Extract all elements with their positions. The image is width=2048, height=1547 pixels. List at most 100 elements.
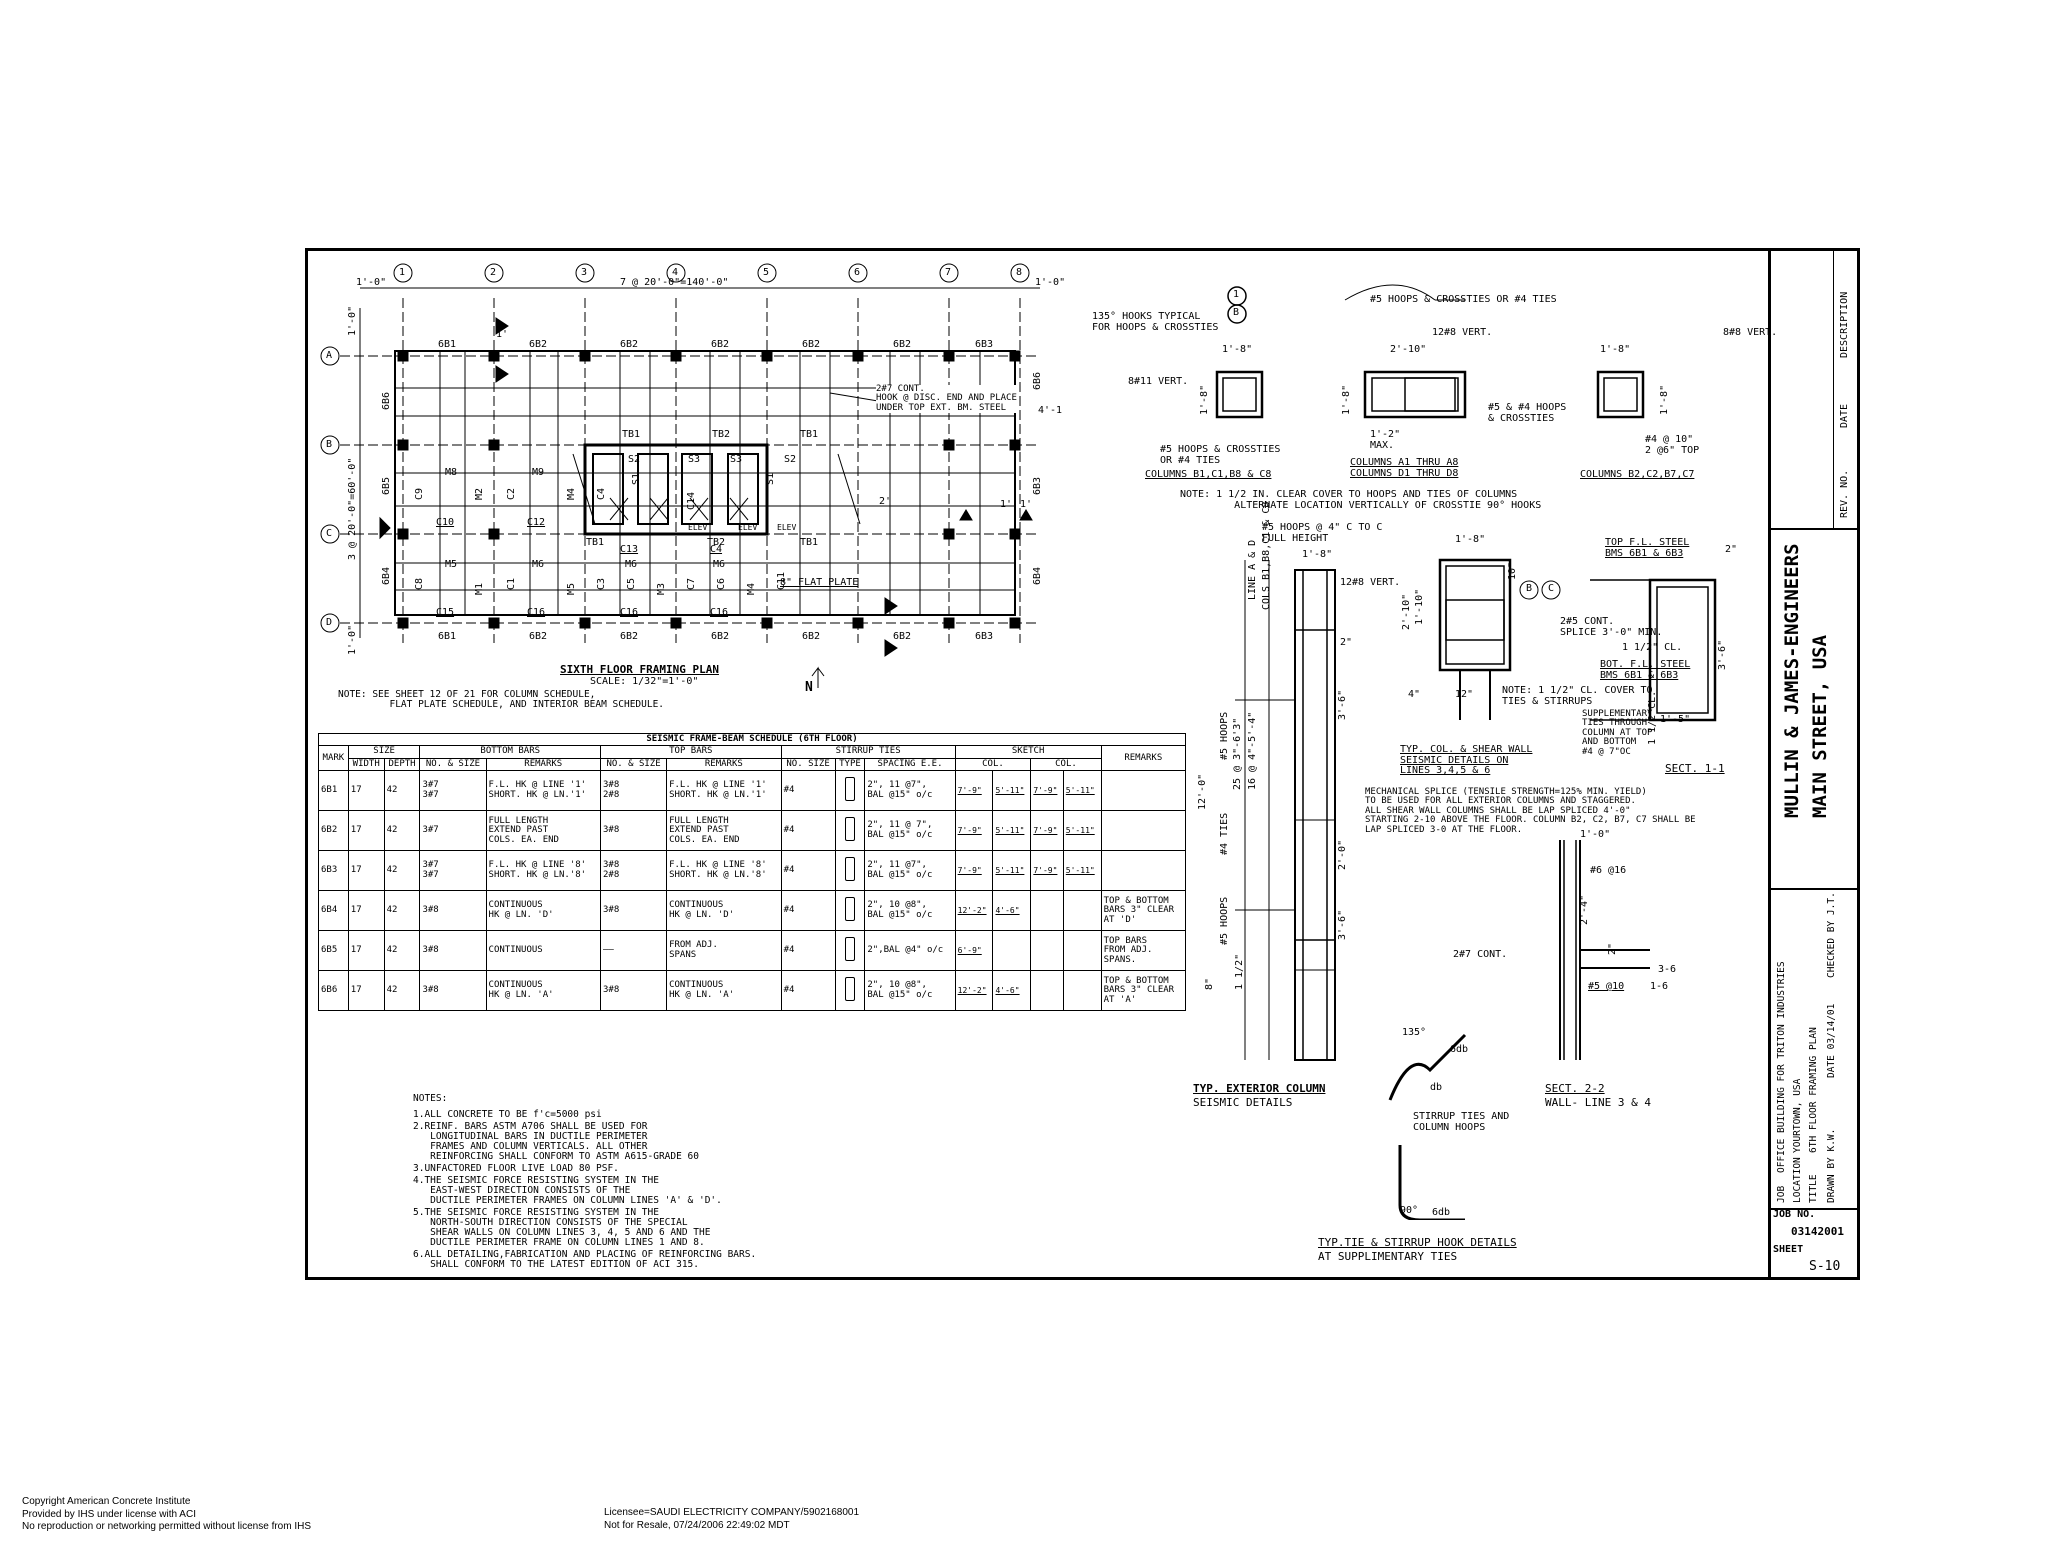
hoops-full-height: #5 HOOPS @ 4" C TO C FULL HEIGHT: [1262, 522, 1383, 544]
job-label: JOB: [1776, 1185, 1787, 1203]
schedule-stirrup-size: #4: [780, 810, 836, 852]
col-label: C16: [710, 607, 729, 618]
col-header-bottom: BOTTOM BARS: [419, 745, 602, 759]
sketch-dim: [1062, 890, 1102, 932]
section11-top-steel: TOP F.L. STEEL BMS 6B1 & 6B3: [1605, 537, 1690, 559]
column-note: NOTE: 1 1/2 IN. CLEAR COVER TO HOOPS AND…: [1180, 489, 1542, 511]
schedule-remarks: TOP BARS FROM ADJ. SPANS.: [1100, 930, 1187, 972]
shear-wall-dim: 4": [1408, 689, 1421, 700]
ext-col-half: 1 1/2": [1234, 953, 1245, 990]
hook-label: STIRRUP TIES AND COLUMN HOOPS: [1413, 1111, 1510, 1133]
ext-col-hoops: 25 @ 3"-6'3": [1232, 717, 1243, 790]
stirrup-type-icon: [834, 850, 866, 892]
max-dim: 1'-2" MAX.: [1370, 429, 1401, 451]
beam-label-top: 6B2: [802, 339, 821, 350]
sketch-dim: [992, 930, 1032, 972]
col-header-spacing: SPACING E.E.: [864, 757, 956, 772]
title-block: DESCRIPTION DATE REV. NO. MULLIN & JAMES…: [1768, 248, 1860, 1280]
col-header-mark: MARK: [318, 745, 349, 772]
sketch-dim: [1030, 890, 1064, 932]
schedule-top-remarks: F.L. HK @ LINE '8' SHORT. HK @ LN.'8': [666, 850, 782, 892]
schedule-mark: 6B1: [318, 770, 349, 812]
copyright-footer: Copyright American Concrete Institute Pr…: [22, 1496, 312, 1532]
slab-label: S2: [784, 454, 797, 465]
schedule-bottom-remarks: CONTINUOUS HK @ LN. 'A': [485, 970, 602, 1012]
beam-label-right: 6B6: [1032, 371, 1043, 390]
beam-m-label: M6: [532, 559, 545, 570]
section22-hoops: #5 @10: [1588, 981, 1625, 992]
sketch-dim: 7'-9": [1030, 850, 1064, 892]
schedule-top-remarks: CONTINUOUS HK @ LN. 'D': [666, 890, 782, 932]
col-label: C16: [620, 607, 639, 618]
col-label: C14: [686, 491, 697, 510]
sheet-label: SHEET: [1773, 1244, 1804, 1255]
sketch-dim: 7'-9": [954, 770, 994, 812]
beam-label-top: 6B2: [711, 339, 730, 350]
sheet-number: S-10: [1809, 1259, 1841, 1274]
notes-heading: NOTES:: [413, 1093, 448, 1104]
col-label: C6: [716, 577, 727, 590]
title-label: TITLE: [1808, 1174, 1819, 1203]
hook-details-subtitle: AT SUPPLIMENTARY TIES: [1318, 1250, 1458, 1263]
col-header-col-right: COL.: [1030, 757, 1102, 772]
schedule-remarks: [1100, 850, 1187, 892]
schedule-remarks: TOP & BOTTOM BARS 3" CLEAR AT 'A': [1100, 970, 1187, 1012]
slab-label: S1: [765, 472, 776, 485]
section22-dim: 1'-0": [1580, 829, 1611, 840]
schedule-stirrup-size: #4: [780, 770, 836, 812]
section11-cl: 1 1/2" CL.: [1622, 642, 1683, 653]
ext-col-vert: 12#8 VERT.: [1340, 577, 1401, 588]
grid-bubble-2: 2: [490, 267, 497, 278]
schedule-depth: 42: [383, 810, 421, 852]
beam-label-right: 6B3: [1032, 476, 1043, 495]
schedule-mark: 6B6: [318, 970, 349, 1012]
column-caption: COLUMNS B2,C2,B7,C7: [1580, 469, 1695, 480]
hoops-label: #5 HOOPS & CROSSTIES OR #4 TIES: [1160, 444, 1281, 466]
edge-dimension-left: 1'-0": [356, 277, 387, 288]
schedule-width: 17: [347, 930, 385, 972]
schedule-top-bars: ——: [600, 930, 668, 972]
company-street: MAIN STREET, USA: [1809, 634, 1831, 818]
schedule-top-remarks: CONTINUOUS HK @ LN. 'A': [666, 970, 782, 1012]
schedule-remarks: [1100, 810, 1187, 852]
sixth-floor-framing-plan: [320, 263, 1040, 688]
hoops-note-top: #5 HOOPS & CROSSTIES OR #4 TIES: [1370, 294, 1557, 305]
section22-2in: 2": [1607, 942, 1618, 955]
schedule-depth: 42: [383, 930, 421, 972]
shear-wall-note: NOTE: 1 1/2" CL. COVER TO TIES & STIRRUP…: [1502, 685, 1653, 707]
beam-label-bottom: 6B2: [711, 631, 730, 642]
col-header-type: TYPE: [834, 757, 866, 772]
col-header-nosize: NO. & SIZE: [600, 757, 668, 772]
plan-note: NOTE: SEE SHEET 12 OF 21 FOR COLUMN SCHE…: [338, 689, 665, 710]
location-value: YOURTOWN, USA: [1792, 1078, 1803, 1153]
schedule-width: 17: [347, 770, 385, 812]
tb-label: TB2: [712, 429, 731, 440]
beam-label-bottom: 6B2: [529, 631, 548, 642]
schedule-stirrup-size: #4: [780, 850, 836, 892]
section11-cl2: 1 1/2"CL.: [1647, 690, 1658, 745]
ext-col-20: 2'-0": [1337, 839, 1348, 870]
ext-col-120: 12'-0": [1197, 773, 1208, 810]
stirrup-type-icon: [834, 770, 866, 812]
grid-bubble-c: C: [326, 528, 333, 539]
schedule-top-bars: 3#8 2#8: [600, 770, 668, 812]
sketch-dim: 5'-11": [1062, 850, 1102, 892]
grid-bubble-c: C: [1548, 583, 1555, 594]
ext-col-hoops: #5 HOOPS: [1219, 896, 1230, 945]
schedule-spacing: 2",BAL @4" o/c: [864, 930, 956, 972]
company-name: MULLIN & JAMES-ENGINEERS: [1781, 543, 1803, 818]
schedule-top-remarks: FROM ADJ. SPANS: [666, 930, 782, 972]
tb-label: TB1: [800, 537, 819, 548]
schedule-spacing: 2", 11 @ 7", BAL @15" o/c: [864, 810, 956, 852]
one-foot-label: 1': [1020, 499, 1033, 510]
schedule-top-remarks: FULL LENGTH EXTEND PAST COLS. EA. END: [666, 810, 782, 852]
beam-label-top: 6B2: [620, 339, 639, 350]
schedule-width: 17: [347, 850, 385, 892]
col-label: C1: [506, 577, 517, 590]
sketch-dim: [1062, 970, 1102, 1012]
sketch-dim: 12'-2": [954, 890, 994, 932]
beam-m-label: M6: [713, 559, 726, 570]
schedule-mark: 6B5: [318, 930, 349, 972]
note-item: 2.REINF. BARS ASTM A706 SHALL BE USED FO…: [413, 1120, 699, 1162]
